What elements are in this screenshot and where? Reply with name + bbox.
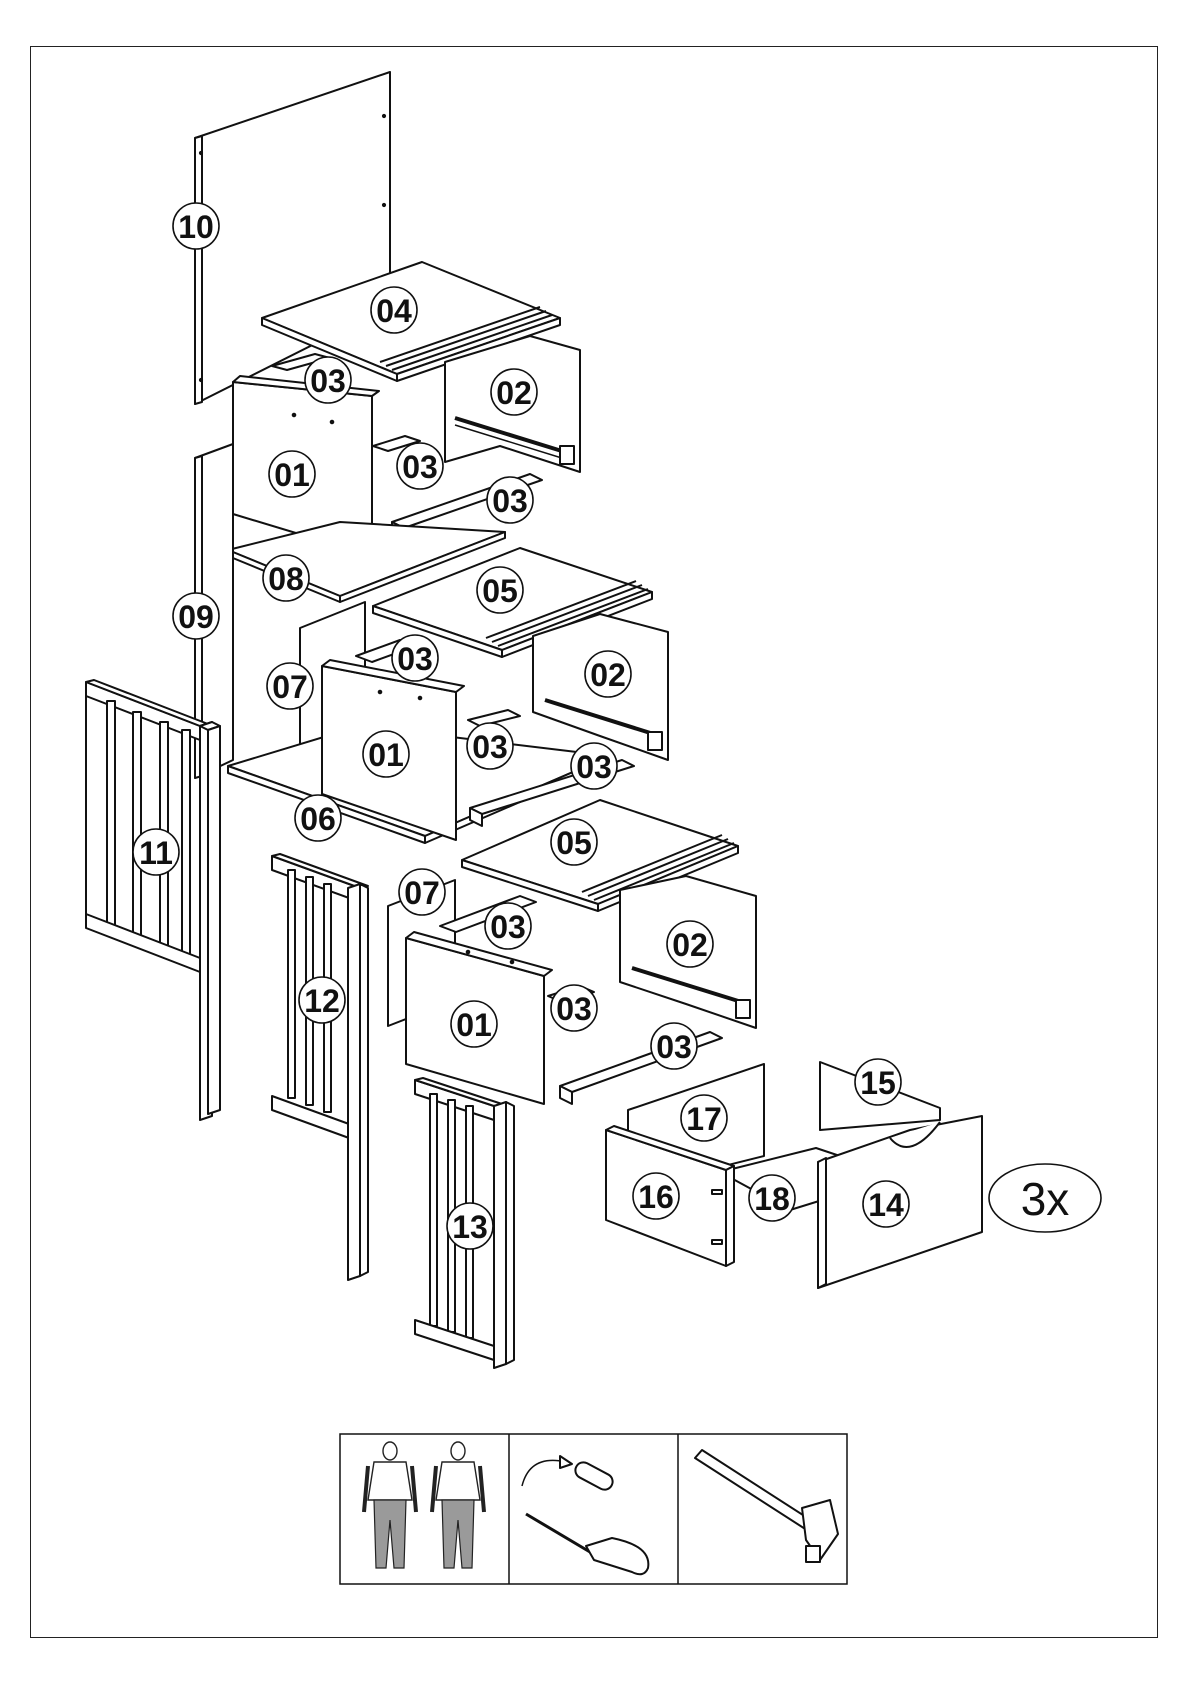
svg-text:03: 03: [402, 449, 438, 485]
label-03-c: 03: [487, 477, 533, 523]
svg-text:08: 08: [268, 561, 304, 597]
part-ladder-frame-11: [86, 680, 220, 1120]
label-03-i: 03: [651, 1023, 697, 1069]
svg-text:01: 01: [274, 457, 310, 493]
label-05-a: 05: [477, 567, 523, 613]
svg-text:01: 01: [456, 1007, 492, 1043]
svg-text:05: 05: [556, 825, 592, 861]
svg-text:14: 14: [868, 1187, 904, 1223]
label-03-g: 03: [485, 903, 531, 949]
label-03-d: 03: [392, 635, 438, 681]
svg-text:07: 07: [404, 875, 440, 911]
svg-text:06: 06: [300, 801, 336, 837]
label-15: 15: [855, 1059, 901, 1105]
svg-text:03: 03: [576, 749, 612, 785]
label-16: 16: [633, 1173, 679, 1219]
svg-text:16: 16: [638, 1179, 674, 1215]
svg-text:03: 03: [310, 363, 346, 399]
label-03-a: 03: [305, 357, 351, 403]
svg-text:03: 03: [556, 991, 592, 1027]
label-04: 04: [371, 287, 417, 333]
label-13: 13: [447, 1203, 493, 1249]
multiplier-badge: 3x: [989, 1164, 1101, 1232]
svg-text:01: 01: [368, 737, 404, 773]
label-02-b: 02: [585, 651, 631, 697]
svg-text:04: 04: [376, 293, 412, 329]
svg-text:02: 02: [672, 927, 708, 963]
label-12: 12: [299, 977, 345, 1023]
label-02-a: 02: [491, 369, 537, 415]
svg-text:17: 17: [686, 1101, 722, 1137]
svg-text:15: 15: [860, 1065, 896, 1101]
svg-text:05: 05: [482, 573, 518, 609]
svg-text:13: 13: [452, 1209, 488, 1245]
label-17: 17: [681, 1095, 727, 1141]
svg-text:12: 12: [304, 983, 340, 1019]
label-06: 06: [295, 795, 341, 841]
svg-text:03: 03: [490, 909, 526, 945]
label-01-a: 01: [269, 451, 315, 497]
svg-text:09: 09: [178, 599, 214, 635]
label-18: 18: [749, 1175, 795, 1221]
label-07-b: 07: [399, 869, 445, 915]
svg-text:02: 02: [590, 657, 626, 693]
label-01-b: 01: [363, 731, 409, 777]
svg-text:03: 03: [656, 1029, 692, 1065]
svg-text:3x: 3x: [1021, 1173, 1070, 1225]
label-03-e: 03: [467, 723, 513, 769]
label-08: 08: [263, 555, 309, 601]
label-07-a: 07: [267, 663, 313, 709]
label-05-b: 05: [551, 819, 597, 865]
svg-text:07: 07: [272, 669, 308, 705]
svg-text:03: 03: [492, 483, 528, 519]
svg-text:03: 03: [472, 729, 508, 765]
label-10: 10: [173, 203, 219, 249]
label-03-h: 03: [551, 985, 597, 1031]
label-02-c: 02: [667, 921, 713, 967]
label-01-c: 01: [451, 1001, 497, 1047]
label-11: 11: [133, 829, 179, 875]
label-03-b: 03: [397, 443, 443, 489]
svg-text:18: 18: [754, 1181, 790, 1217]
label-09: 09: [173, 593, 219, 639]
label-03-f: 03: [571, 743, 617, 789]
svg-text:02: 02: [496, 375, 532, 411]
svg-text:10: 10: [178, 209, 214, 245]
part-ladder-frame-12: [272, 854, 368, 1280]
svg-text:03: 03: [397, 641, 433, 677]
label-14: 14: [863, 1181, 909, 1227]
svg-text:11: 11: [139, 835, 173, 871]
